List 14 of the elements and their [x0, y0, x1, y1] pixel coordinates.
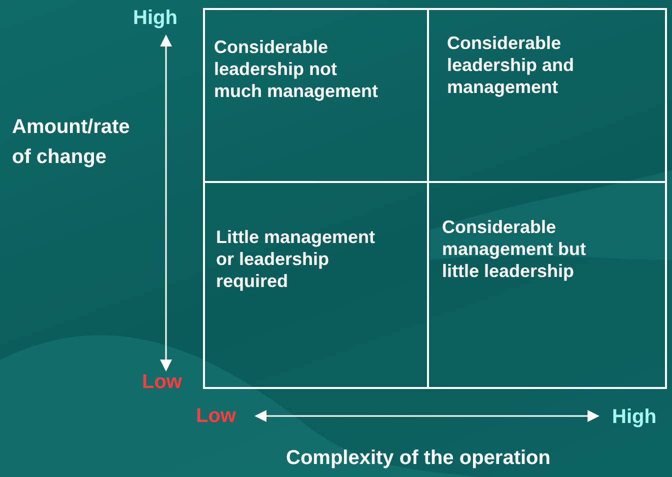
- quadrant-text: Considerable management but little leadership: [442, 216, 588, 282]
- axis-title: Amount/rate of change: [12, 115, 131, 170]
- axis-end-label: High: [133, 6, 178, 30]
- axis-title: Complexity of the operation: [286, 446, 550, 470]
- matrix-quadrant: [427, 8, 667, 183]
- axis-end-label: Low: [196, 404, 236, 428]
- quadrant-text: Considerable leadership not much management: [214, 36, 379, 102]
- matrix-quadrant: [203, 181, 429, 389]
- matrix-quadrant: [427, 181, 667, 389]
- matrix-quadrant: [203, 8, 429, 183]
- axis-end-label: High: [612, 405, 656, 429]
- quadrant-text: Considerable leadership and management: [447, 32, 576, 98]
- axis-end-label: Low: [142, 370, 182, 394]
- quadrant-text: Little management or leadership required: [216, 226, 376, 292]
